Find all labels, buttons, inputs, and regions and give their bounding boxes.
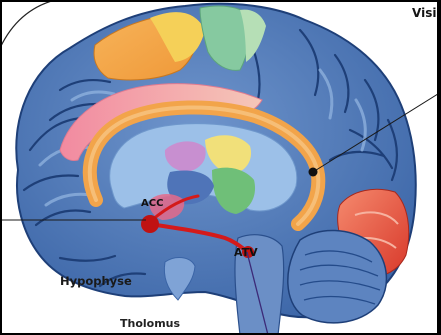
label-hypophyse: Hypophyse (60, 274, 132, 288)
frame-edge (437, 0, 441, 335)
label-acc: ACC (141, 198, 163, 209)
cerebellum (288, 230, 387, 322)
label-thalamus: Tholomus (120, 317, 180, 330)
acc-marker (141, 215, 159, 233)
cingulate-marker (309, 168, 318, 177)
label-visual: Visi (412, 6, 436, 20)
label-atv: ATV (234, 246, 258, 259)
